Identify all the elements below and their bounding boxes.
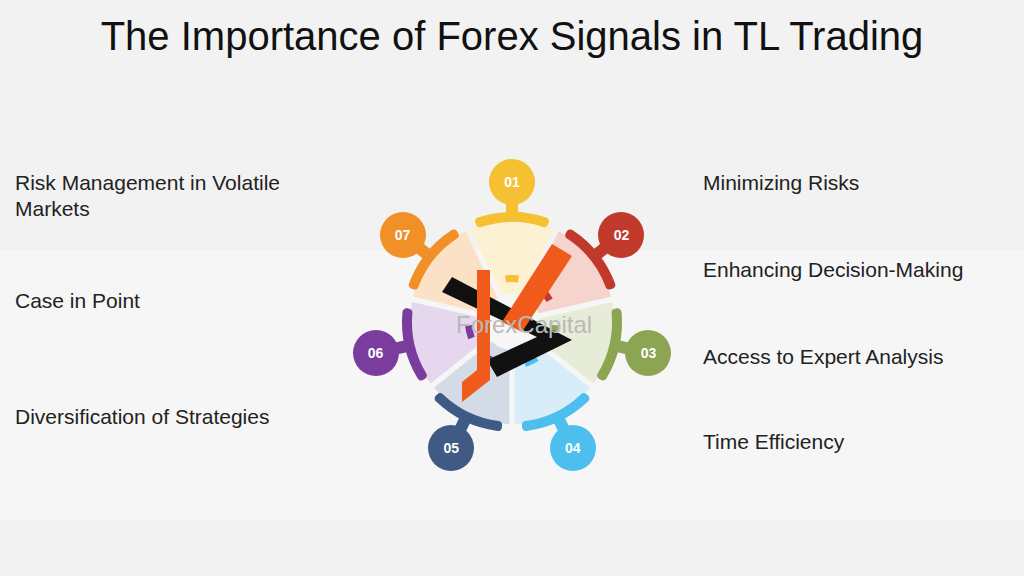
callout-number: 02 xyxy=(614,227,630,243)
number-bubble: 01 xyxy=(489,159,535,205)
watermark: ForexCapital xyxy=(456,311,592,339)
callout-number: 04 xyxy=(565,440,581,456)
point-label: Risk Management in Volatile Markets xyxy=(15,170,315,223)
point-label: Access to Expert Analysis xyxy=(703,344,943,370)
point-label: Time Efficiency xyxy=(703,429,844,455)
point-label: Minimizing Risks xyxy=(703,170,859,196)
segment-tab xyxy=(505,275,519,282)
callout-number: 01 xyxy=(504,174,520,190)
callout-number: 07 xyxy=(395,227,411,243)
point-label: Enhancing Decision-Making xyxy=(703,257,963,283)
number-bubble: 02 xyxy=(598,212,644,258)
point-label: Diversification of Strategies xyxy=(15,404,269,430)
title: The Importance of Forex Signals in TL Tr… xyxy=(0,14,1024,59)
number-bubble: 04 xyxy=(550,425,596,471)
callout-number: 03 xyxy=(641,345,657,361)
number-bubble: 06 xyxy=(353,330,399,376)
number-bubble: 07 xyxy=(380,212,426,258)
callout-number: 06 xyxy=(368,345,384,361)
callout-number: 05 xyxy=(443,440,459,456)
point-label: Case in Point xyxy=(15,288,140,314)
